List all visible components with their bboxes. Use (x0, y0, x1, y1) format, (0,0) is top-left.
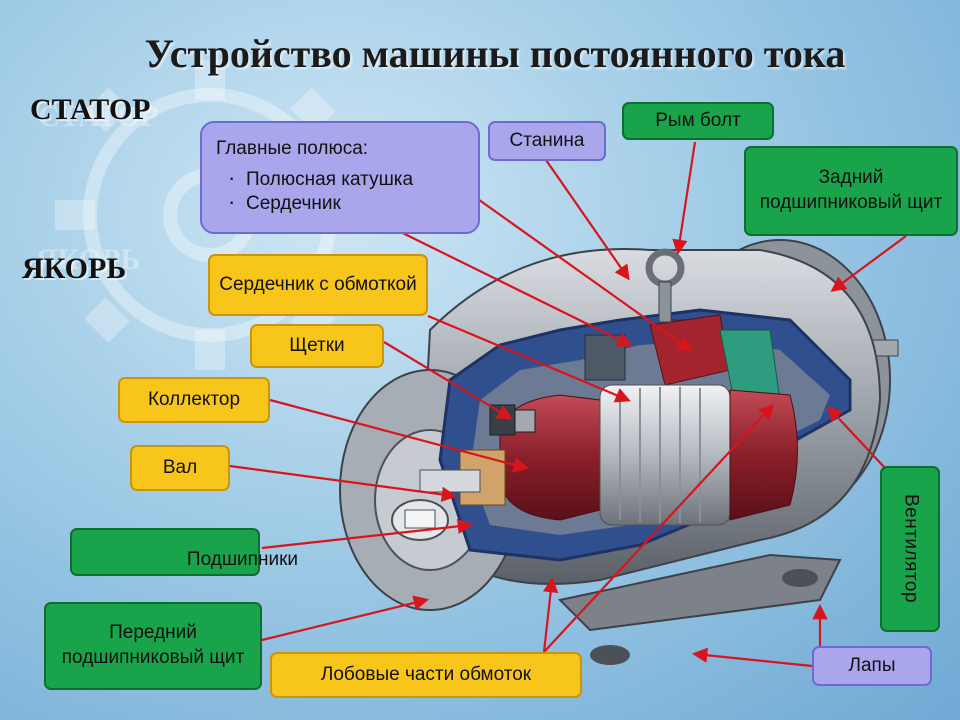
arrow-eyebolt (672, 141, 697, 256)
main-poles-item-coil: Полюсная катушка (228, 164, 464, 193)
arrow-pole-core (359, 211, 633, 347)
fan-label: Вентилятор (880, 466, 940, 632)
main-poles-list: Полюсная катушка Сердечник (216, 164, 464, 217)
eyebolt-shape (645, 248, 685, 323)
arrow-bearings (261, 518, 474, 550)
brushes-label: Щетки (250, 324, 384, 368)
arrow-end-windings (542, 576, 559, 653)
arrow-frame (545, 159, 630, 281)
fan-label-text: Вентилятор (900, 494, 922, 604)
shaft-label: Вал (130, 445, 230, 491)
arrow-front-shield (261, 595, 429, 642)
pointer-arrows (229, 141, 907, 668)
arrow-brushes (383, 341, 513, 420)
arrow-end-windings-2 (543, 403, 775, 653)
rotor-heading-shadow: ЯКОРЬ (36, 243, 141, 276)
arrow-shaft (229, 464, 458, 502)
bearings-label-text: Подшипники (186, 548, 298, 570)
arrow-pole-coil (467, 191, 693, 352)
commutator-label: Коллектор (118, 377, 270, 423)
arrow-feet (691, 647, 813, 668)
front-shield-label: Передний подшипниковый щит (44, 602, 262, 690)
armature (419, 384, 798, 526)
frame-label: Станина (488, 121, 606, 161)
bearings-label: Подшипники (70, 528, 298, 576)
feet-label: Лапы (812, 646, 932, 686)
stator-heading: СТАТОР (30, 93, 151, 126)
motor-feet (557, 553, 842, 665)
arrow-commutator (269, 398, 529, 473)
rear-shield-label: Задний подшипниковый щит (744, 146, 958, 236)
core-winding-label: Сердечник с обмоткой (208, 254, 428, 316)
arrow-core-winding (427, 314, 631, 403)
stator-heading-shadow: СТАТОР (38, 100, 159, 133)
rotor-heading: ЯКОРЬ (22, 252, 127, 285)
page-title: Устройство машины постоянного тока (144, 31, 846, 76)
arrow-fan (826, 405, 886, 469)
arrow-rear-shield (830, 235, 907, 292)
main-poles-box: Главные полюса: Полюсная катушка Сердечн… (200, 121, 480, 234)
main-poles-item-core: Сердечник (228, 188, 464, 217)
end-windings-label: Лобовые части обмоток (270, 652, 582, 698)
main-poles-heading: Главные полюса: (216, 138, 369, 159)
eyebolt-label: Рым болт (622, 102, 774, 140)
